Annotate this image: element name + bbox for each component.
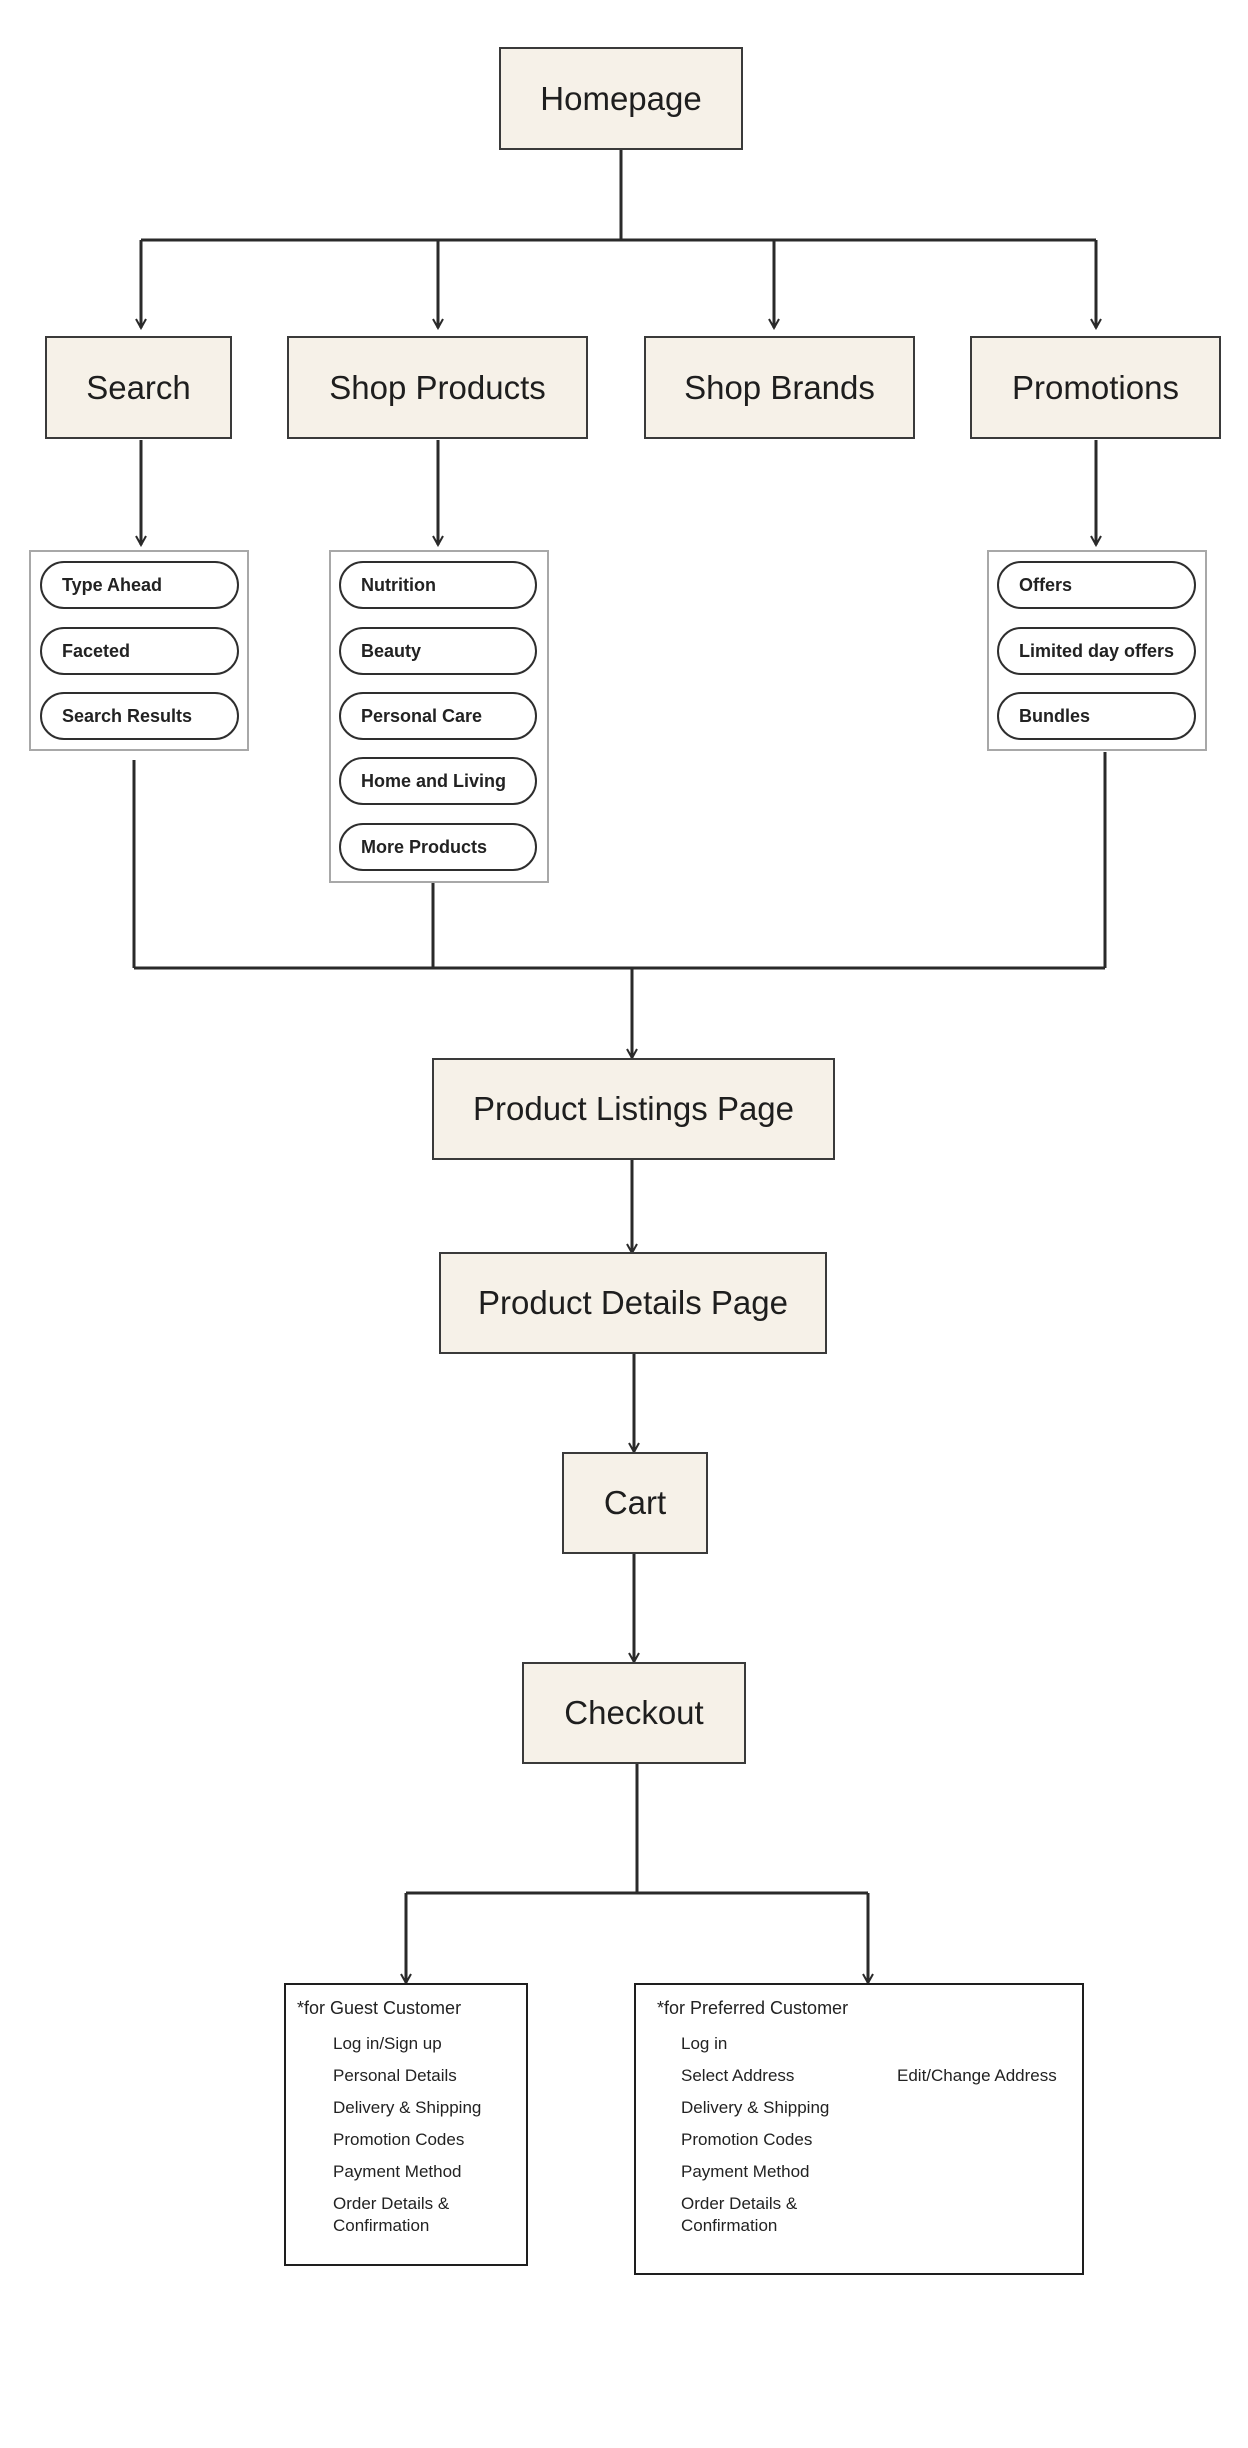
homepage-node[interactable]: Homepage	[499, 47, 743, 150]
promotion-option-pill[interactable]: Offers	[997, 561, 1196, 609]
guest-step: Personal Details	[333, 2066, 457, 2085]
promotion-option-pill[interactable]: Limited day offers	[997, 627, 1196, 675]
shop-products-node[interactable]: Shop Products	[287, 336, 588, 439]
product-details-node[interactable]: Product Details Page	[439, 1252, 827, 1354]
shop-category-pill[interactable]: Personal Care	[339, 692, 537, 740]
guest-step: Log in/Sign up	[333, 2034, 442, 2053]
checkout-node[interactable]: Checkout	[522, 1662, 746, 1764]
guest-step: Promotion Codes	[333, 2130, 465, 2149]
preferred-checkout-panel	[634, 1983, 1084, 2275]
edit-change-address-label: Edit/Change Address	[897, 2066, 1057, 2085]
guest-step: Delivery & Shipping	[333, 2098, 482, 2117]
guest-panel-title: *for Guest Customer	[297, 1998, 462, 2018]
guest-step: Order Details & Confirmation	[333, 2194, 450, 2235]
shop-brands-node[interactable]: Shop Brands	[644, 336, 915, 439]
shop-category-pill[interactable]: Nutrition	[339, 561, 537, 609]
preferred-step: Payment Method	[681, 2162, 810, 2181]
search-option-pill[interactable]: Faceted	[40, 627, 239, 675]
search-node[interactable]: Search	[45, 336, 232, 439]
cart-node[interactable]: Cart	[562, 1452, 708, 1554]
search-option-pill[interactable]: Search Results	[40, 692, 239, 740]
guest-step: Payment Method	[333, 2162, 462, 2181]
guest-checkout-panel	[284, 1983, 528, 2266]
shop-category-pill[interactable]: More Products	[339, 823, 537, 871]
shop-category-pill[interactable]: Home and Living	[339, 757, 537, 805]
preferred-step: Promotion Codes	[681, 2130, 813, 2149]
promotion-option-pill[interactable]: Bundles	[997, 692, 1196, 740]
preferred-panel-title: *for Preferred Customer	[657, 1998, 849, 2018]
search-option-pill[interactable]: Type Ahead	[40, 561, 239, 609]
shop-category-pill[interactable]: Beauty	[339, 627, 537, 675]
product-listings-node[interactable]: Product Listings Page	[432, 1058, 835, 1160]
preferred-step: Delivery & Shipping	[681, 2098, 830, 2117]
preferred-step: Order Details & Confirmation	[681, 2194, 798, 2235]
preferred-step: Log in	[681, 2034, 728, 2053]
preferred-step: Select Address	[681, 2066, 795, 2085]
promotions-node[interactable]: Promotions	[970, 336, 1221, 439]
